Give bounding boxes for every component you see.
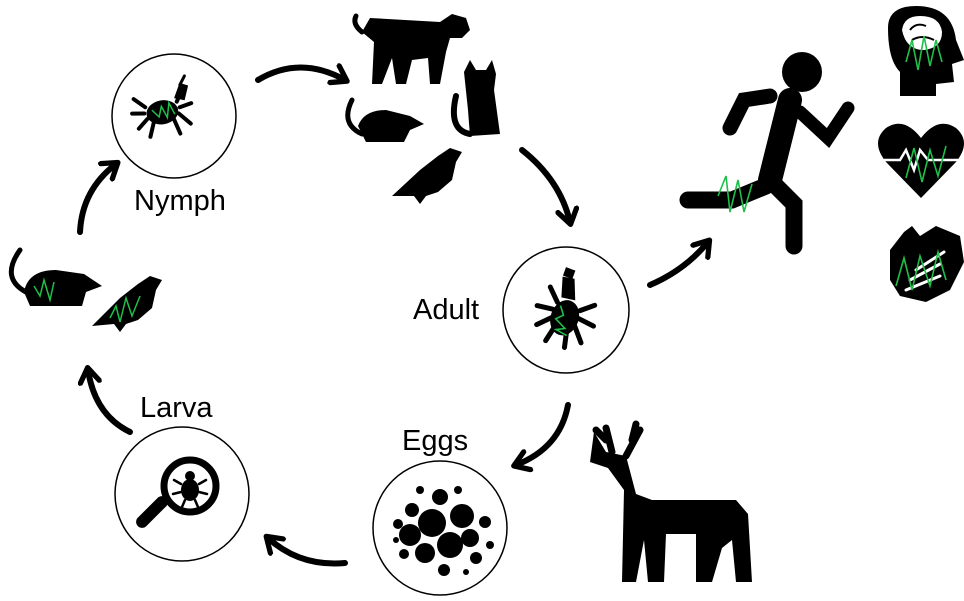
arrow-nymph-to-hosts [258,68,345,81]
adult-stage [503,247,629,373]
larva-label: Larva [140,394,213,423]
deer-icon [590,424,752,582]
nymph-stage [112,54,236,178]
nymph-label: Nymph [134,187,226,216]
dog-icon [355,14,470,84]
mouse-icon [11,250,102,306]
arrow-hosts-to-nymph [80,164,116,232]
arrow-adult-to-eggs [516,405,568,465]
brain-head-icon [888,6,964,96]
hands-icon [890,226,964,302]
arrow-eggs-to-larva [268,538,345,563]
human-runner-icon [688,52,848,246]
heart-pulse-icon [878,124,964,198]
arrow-hosts-to-adult [522,150,570,222]
larva-stage [115,427,249,561]
cat-icon [454,60,500,136]
eggs-stage [373,461,507,595]
eggs-label: Eggs [402,427,468,456]
arrow-adult-to-human [650,242,708,285]
arrow-larva-to-hosts [88,370,130,432]
bird-icon [92,276,162,332]
bird-icon [392,148,462,204]
rat-icon [348,100,424,142]
adult-label: Adult [413,296,479,325]
